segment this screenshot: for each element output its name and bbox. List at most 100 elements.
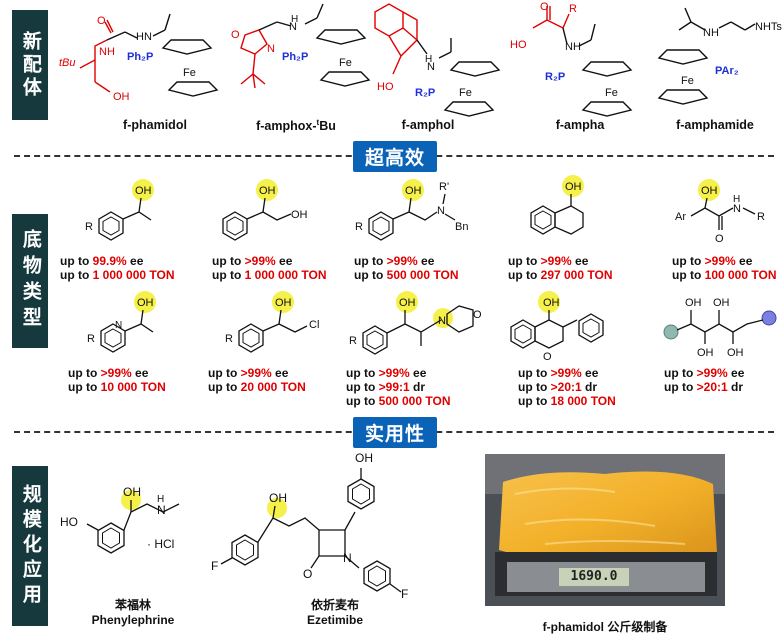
- substrate-6: OH N R: [87, 297, 154, 353]
- atom-oh: OH: [137, 297, 154, 309]
- atom-ho: HO: [510, 39, 527, 51]
- atom-f: F: [401, 587, 408, 600]
- atom-r2p: R₂P: [415, 87, 435, 99]
- stat-unit: ee: [275, 254, 293, 268]
- stat-prefix: up to: [508, 254, 541, 268]
- stat-ton-value: 1 000 000 TON: [92, 268, 175, 282]
- atom-fe: Fe: [183, 67, 196, 79]
- substrate-4-stats: up to >99% ee up to 297 000 TON: [508, 254, 612, 282]
- stat-prefix: up to: [60, 268, 93, 282]
- stat-prefix: up to: [212, 268, 245, 282]
- atom-oh: OH: [355, 451, 373, 465]
- ligand-name-text: f-amphol: [401, 118, 455, 132]
- atom-oh: OH: [701, 185, 718, 197]
- stat-prefix: up to: [208, 366, 241, 380]
- stat-prefix: up to: [672, 268, 705, 282]
- stat-unit: ee: [126, 254, 144, 268]
- ligand-name-f-amphol: f-amphol: [378, 118, 478, 132]
- substrate-1: OH R: [85, 185, 152, 241]
- stat-prefix: up to: [346, 366, 379, 380]
- substrate-5-stats: up to >99% ee up to 100 000 TON: [672, 254, 776, 282]
- side-label-text: 底物类型: [19, 229, 42, 333]
- stat-unit: ee: [735, 254, 753, 268]
- side-label-new-ligands: 新配体: [12, 10, 48, 120]
- atom-oh: OH: [405, 185, 422, 197]
- substrate-7: OH Cl R: [225, 297, 319, 353]
- stat-value: >20:1: [550, 380, 582, 394]
- ligand-name-text: f-amphamide: [676, 118, 754, 132]
- atom-ar: Ar: [675, 211, 686, 223]
- stat-prefix: up to: [354, 254, 387, 268]
- substrate-10-stats: up to >99% ee up to >20:1 dr: [664, 366, 744, 394]
- stat-ton-value: 297 000 TON: [540, 268, 613, 282]
- stat-value: >99:1: [378, 380, 410, 394]
- stat-unit: ee: [271, 366, 289, 380]
- stat-ee-value: >99%: [704, 254, 736, 268]
- atom-n: N: [115, 320, 122, 331]
- stat-unit: dr: [409, 380, 426, 394]
- ligand-name-text: f-ampha: [555, 118, 605, 132]
- stat-value: >99%: [378, 366, 410, 380]
- substrate-10: OH OH OH OH: [663, 297, 777, 359]
- stat-ee-value: >99%: [540, 254, 572, 268]
- atom-oh: OH: [291, 209, 308, 221]
- ligand-name-sup: t: [316, 118, 320, 127]
- atom-f: F: [211, 559, 218, 573]
- stat-value: >99%: [100, 366, 132, 380]
- stat-prefix: up to: [664, 380, 697, 394]
- stat-prefix: up to: [672, 254, 705, 268]
- stat-value: >99%: [550, 366, 582, 380]
- stat-prefix: up to: [664, 366, 697, 380]
- stat-value: 10 000 TON: [100, 380, 166, 394]
- ligand-name-f-amphamide: f-amphamide: [660, 118, 770, 132]
- drug-en-name: Phenylephrine: [91, 613, 175, 627]
- stat-prefix: up to: [212, 254, 245, 268]
- drug-cn-name: 苯福林: [114, 598, 151, 612]
- drug-ezetimibe: F OH O N OH F: [211, 451, 408, 600]
- atom-bn: Bn: [455, 221, 468, 233]
- atom-oh: OH: [259, 185, 276, 197]
- substrate-8-stats: up to >99% ee up to >99:1 dr up to 500 0…: [346, 366, 450, 408]
- stat-prefix: up to: [208, 380, 241, 394]
- stat-value: >20:1: [696, 380, 728, 394]
- atom-r: R: [85, 221, 93, 233]
- atom-r: R: [355, 221, 363, 233]
- atom-ph2p: Ph₂P: [282, 51, 308, 63]
- stat-prefix: up to: [518, 366, 551, 380]
- stat-value: 18 000 TON: [550, 394, 616, 408]
- atom-h: H: [733, 194, 740, 205]
- stat-value: 500 000 TON: [378, 394, 451, 408]
- atom-h: H: [425, 54, 432, 65]
- stat-prefix: up to: [60, 254, 93, 268]
- atom-h: H: [157, 494, 164, 505]
- atom-o: O: [231, 29, 240, 41]
- atom-hcl: · HCl: [147, 537, 174, 551]
- caption-phenylephrine: 苯福林 Phenylephrine: [78, 598, 188, 628]
- banner-practicality: 实用性: [353, 417, 438, 448]
- side-label-text: 新配体: [19, 30, 42, 100]
- stat-prefix: up to: [508, 268, 541, 282]
- stat-unit: ee: [409, 366, 427, 380]
- photo-caption: f-phamidol 公斤级制备: [542, 620, 668, 634]
- stat-ee-value: >99%: [386, 254, 418, 268]
- atom-r: R: [757, 211, 765, 223]
- atom-nhts: NHTs: [755, 21, 782, 33]
- stat-unit: ee: [581, 366, 599, 380]
- atom-ho: HO: [377, 81, 394, 93]
- atom-oh: OH: [275, 297, 292, 309]
- stat-prefix: up to: [354, 268, 387, 282]
- stat-ton-value: 100 000 TON: [704, 268, 777, 282]
- atom-oh: OH: [113, 91, 130, 103]
- stat-unit: ee: [131, 366, 149, 380]
- substrate-2-stats: up to >99% ee up to 1 000 000 TON: [212, 254, 327, 282]
- atom-r: R: [349, 335, 357, 347]
- atom-o: O: [540, 1, 549, 13]
- atom-hn: HN: [136, 31, 152, 43]
- stat-unit: ee: [571, 254, 589, 268]
- atom-oh: OH: [727, 347, 744, 359]
- atom-n: N: [427, 61, 435, 73]
- drug-structures: HO OH H N · HCl F OH O N OH F: [60, 451, 408, 600]
- atom-fe: Fe: [459, 87, 472, 99]
- atom-oh: OH: [135, 185, 152, 197]
- side-label-scale-up: 规模化应用: [12, 466, 48, 626]
